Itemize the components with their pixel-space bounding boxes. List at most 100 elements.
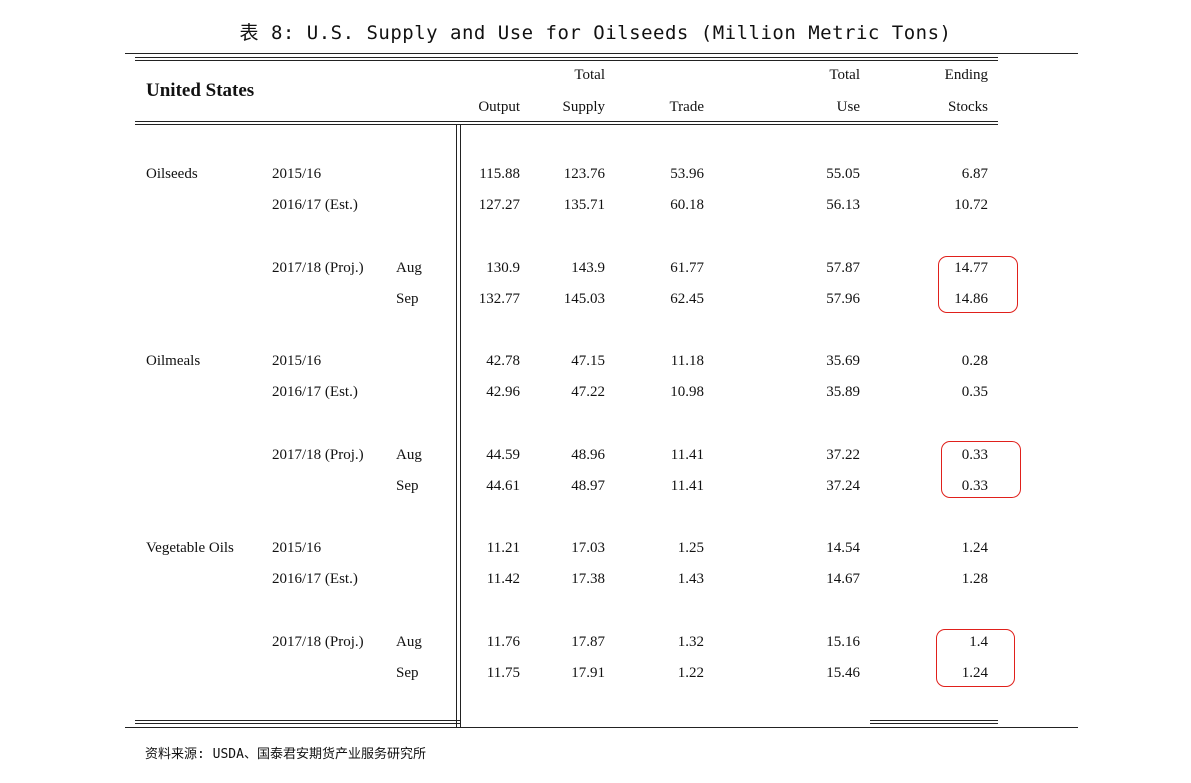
row-category: Vegetable Oils [146, 540, 234, 556]
cell-output: 11.75 [486, 665, 520, 681]
cell-use: 15.46 [826, 665, 860, 681]
row-month: Sep [396, 665, 419, 681]
row-year: 2017/18 (Proj.) [272, 447, 364, 463]
cell-supply: 17.03 [571, 540, 605, 556]
cell-use: 56.13 [826, 197, 860, 213]
row-year: 2016/17 (Est.) [272, 571, 358, 587]
row-year: 2017/18 (Proj.) [272, 634, 364, 650]
cell-supply: 135.71 [563, 197, 605, 213]
bottom-double-rule-2 [135, 723, 460, 724]
row-month: Sep [396, 291, 419, 307]
cell-stocks: 14.77 [954, 260, 988, 276]
row-year: 2017/18 (Proj.) [272, 260, 364, 276]
col-header-stocks-1: Ending [944, 67, 988, 83]
row-month: Aug [396, 634, 422, 650]
table-title: 表 8: U.S. Supply and Use for Oilseeds (M… [239, 22, 952, 44]
highlight-box-vegetable-oils [936, 629, 1015, 687]
header-top-double-rule [135, 57, 998, 58]
header-bottom-rule [135, 121, 998, 122]
cell-trade: 11.41 [670, 447, 704, 463]
cell-supply: 48.97 [571, 478, 605, 494]
cell-trade: 1.22 [677, 665, 704, 681]
col-header-use-1: Total [829, 67, 860, 83]
cell-stocks: 6.87 [961, 166, 988, 182]
col-header-output: Output [478, 99, 520, 115]
cell-trade: 53.96 [670, 166, 704, 182]
cell-supply: 48.96 [571, 447, 605, 463]
cell-supply: 143.9 [571, 260, 605, 276]
top-rule [125, 53, 1078, 54]
cell-use: 14.54 [826, 540, 860, 556]
col-header-stocks-2: Stocks [947, 99, 988, 115]
row-month: Sep [396, 478, 419, 494]
cell-output: 11.21 [486, 540, 520, 556]
cell-output: 115.88 [479, 166, 520, 182]
cell-output: 132.77 [478, 291, 520, 307]
cell-output: 130.9 [486, 260, 520, 276]
cell-trade: 1.43 [677, 571, 704, 587]
cell-stocks: 1.24 [961, 665, 988, 681]
row-year: 2016/17 (Est.) [272, 197, 358, 213]
cell-output: 11.76 [486, 634, 520, 650]
cell-use: 37.22 [826, 447, 860, 463]
cell-trade: 1.32 [677, 634, 704, 650]
highlight-box-oilseeds [938, 256, 1018, 313]
row-category: Oilseeds [146, 166, 198, 182]
cell-trade: 10.98 [670, 384, 704, 400]
cell-use: 37.24 [826, 478, 860, 494]
col-header-use-2: Use [836, 99, 860, 115]
cell-supply: 145.03 [563, 291, 605, 307]
cell-trade: 60.18 [670, 197, 704, 213]
cell-stocks: 1.4 [969, 634, 988, 650]
cell-supply: 47.22 [571, 384, 605, 400]
cell-supply: 17.38 [571, 571, 605, 587]
cell-stocks: 10.72 [954, 197, 988, 213]
col-header-trade: Trade [669, 99, 704, 115]
cell-trade: 1.25 [677, 540, 704, 556]
cell-supply: 123.76 [563, 166, 605, 182]
bottom-rule [125, 727, 1078, 728]
cell-use: 57.96 [826, 291, 860, 307]
cell-stocks: 14.86 [954, 291, 988, 307]
col-header-supply-2: Supply [562, 99, 605, 115]
row-year: 2015/16 [272, 166, 322, 182]
cell-use: 15.16 [826, 634, 860, 650]
cell-stocks: 0.33 [961, 478, 988, 494]
cell-stocks: 0.28 [961, 353, 988, 369]
cell-supply: 47.15 [571, 353, 605, 369]
cell-use: 57.87 [826, 260, 860, 276]
highlight-box-oilmeals [941, 441, 1021, 498]
cell-trade: 61.77 [670, 260, 704, 276]
cell-stocks: 1.24 [961, 540, 988, 556]
cell-output: 44.61 [486, 478, 520, 494]
region-header: United States [146, 80, 255, 101]
cell-output: 42.96 [486, 384, 520, 400]
cell-trade: 11.18 [670, 353, 704, 369]
cell-output: 11.42 [486, 571, 520, 587]
cell-supply: 17.91 [571, 665, 605, 681]
cell-use: 35.89 [826, 384, 860, 400]
column-divider-2 [460, 124, 461, 727]
cell-use: 14.67 [826, 571, 860, 587]
cell-stocks: 0.33 [961, 447, 988, 463]
cell-trade: 62.45 [670, 291, 704, 307]
row-year: 2016/17 (Est.) [272, 384, 358, 400]
row-year: 2015/16 [272, 540, 322, 556]
cell-output: 44.59 [486, 447, 520, 463]
source-note: 资料来源: USDA、国泰君安期货产业服务研究所 [145, 747, 426, 762]
column-divider [456, 124, 457, 727]
row-year: 2015/16 [272, 353, 322, 369]
row-month: Aug [396, 447, 422, 463]
cell-output: 42.78 [486, 353, 520, 369]
row-month: Aug [396, 260, 422, 276]
header-top-double-rule-2 [135, 60, 998, 61]
cell-stocks: 0.35 [961, 384, 988, 400]
bottom-double-rule-right [870, 720, 998, 721]
bottom-double-rule [135, 720, 460, 721]
cell-trade: 11.41 [670, 478, 704, 494]
col-header-supply-1: Total [574, 67, 605, 83]
cell-use: 55.05 [826, 166, 860, 182]
cell-output: 127.27 [478, 197, 520, 213]
header-bottom-rule-2 [135, 124, 998, 125]
cell-stocks: 1.28 [961, 571, 988, 587]
